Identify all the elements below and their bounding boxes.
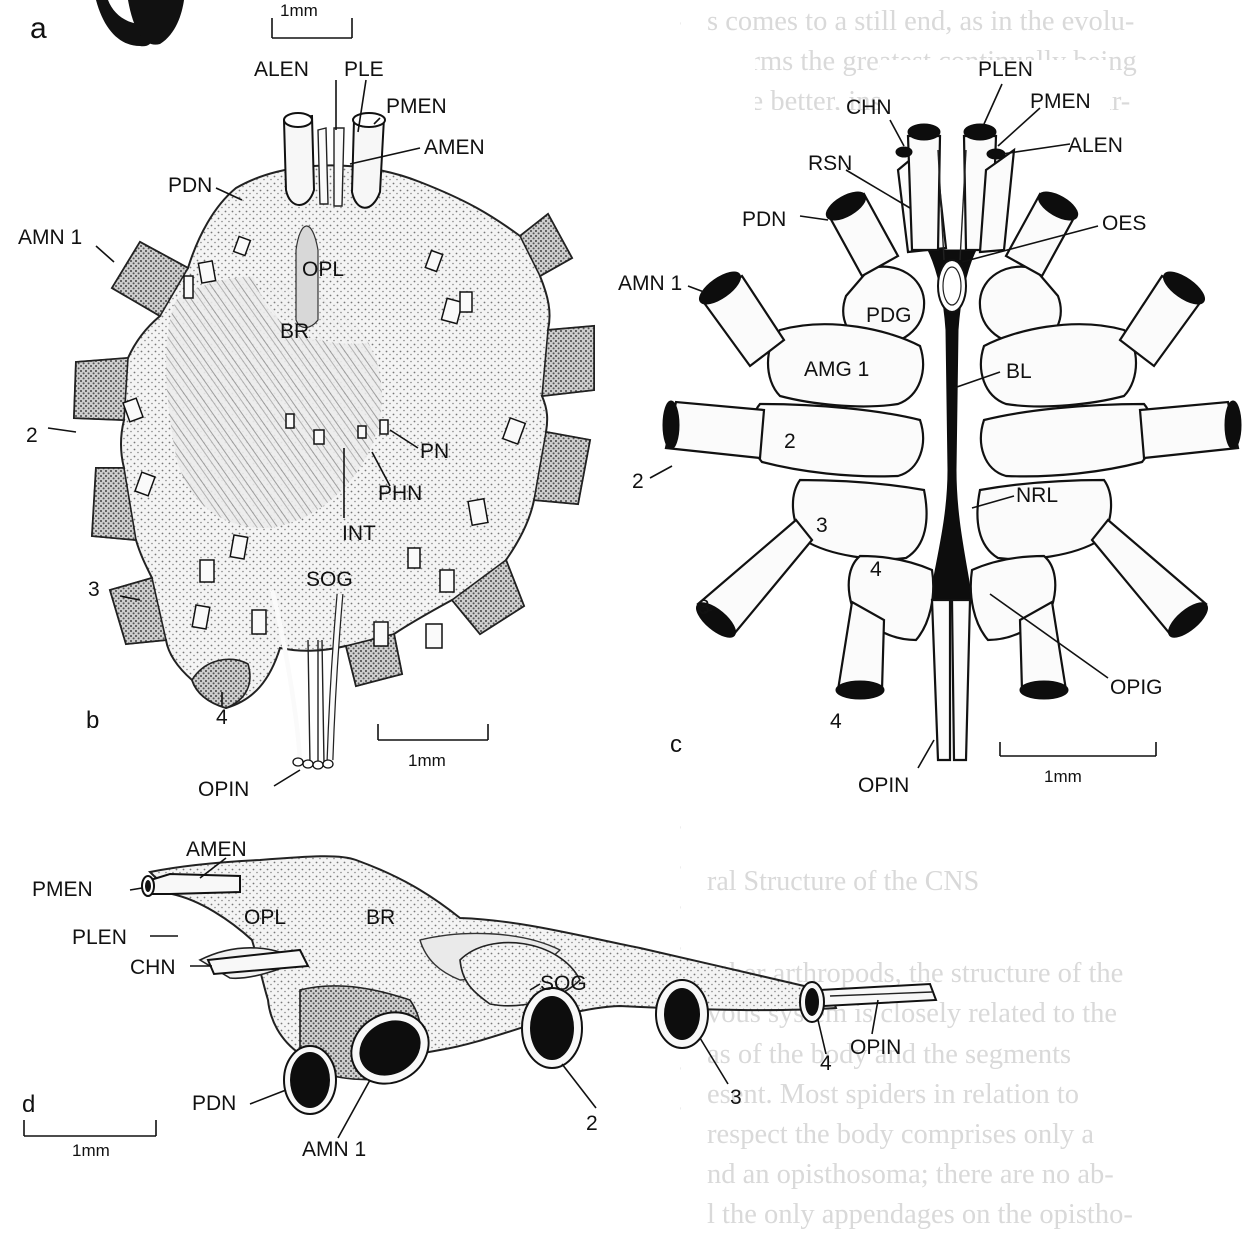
label-BL-c: BL <box>1006 360 1032 383</box>
label-PLE-b: PLE <box>344 58 384 81</box>
label-3-c-inner: 3 <box>816 514 828 537</box>
label-PMEN-c: PMEN <box>1030 90 1091 113</box>
label-AMN1-d: AMN 1 <box>302 1138 366 1160</box>
scale-bar-c-label: 1mm <box>1044 767 1082 786</box>
panel-letter-b: b <box>86 707 99 734</box>
label-2-c-outer: 2 <box>632 470 644 493</box>
label-OPIG-c: OPIG <box>1110 676 1163 699</box>
label-AMEN-d: AMEN <box>186 838 247 861</box>
label-OPL-b: OPL <box>302 258 344 281</box>
label-ALEN-b: ALEN <box>254 58 309 81</box>
label-3-c-outer: 3 <box>698 596 710 619</box>
label-CHN-d: CHN <box>130 956 176 979</box>
label-AMG1-c: AMG 1 <box>804 358 869 381</box>
label-ALEN-c: ALEN <box>1068 134 1123 157</box>
label-OPL-d: OPL <box>244 906 286 929</box>
label-PMEN-b: PMEN <box>386 95 447 118</box>
label-PDN-d: PDN <box>192 1092 236 1115</box>
label-PDN-b: PDN <box>168 174 212 197</box>
label-INT-b: INT <box>342 522 376 545</box>
label-2-d: 2 <box>586 1112 598 1135</box>
label-CHN-c: CHN <box>846 96 892 119</box>
label-AMN1-b: AMN 1 <box>18 226 82 249</box>
label-3-b: 3 <box>88 578 100 601</box>
label-OPIN-c: OPIN <box>858 774 909 797</box>
label-PMEN-d: PMEN <box>32 878 93 901</box>
label-NRL-c: NRL <box>1016 484 1058 507</box>
panel-letter-d: d <box>22 1091 35 1118</box>
panel-letter-c: c <box>670 731 682 758</box>
label-4-c-inner: 4 <box>870 558 882 581</box>
panel-a-letter: a <box>30 12 47 45</box>
label-PDG-c: PDG <box>866 304 912 327</box>
label-2-c-inner: 2 <box>784 430 796 453</box>
scale-bar-a-label: 1mm <box>280 1 318 20</box>
label-AMN1-c: AMN 1 <box>618 272 682 295</box>
panel-letter-a: a <box>30 12 47 45</box>
label-PLEN-d: PLEN <box>72 926 127 949</box>
label-RSN-c: RSN <box>808 152 852 175</box>
label-4-b: 4 <box>216 706 228 729</box>
ganglion-2-left <box>751 404 923 476</box>
label-PDN-c: PDN <box>742 208 786 231</box>
figure-canvas: a 1mm <box>0 0 1243 1160</box>
label-PLEN-c: PLEN <box>978 58 1033 81</box>
label-BR-d: BR <box>366 906 395 929</box>
label-3-d: 3 <box>730 1086 742 1109</box>
scale-bar-d-label: 1mm <box>72 1141 110 1160</box>
label-AMEN-b: AMEN <box>424 136 485 159</box>
label-PHN-b: PHN <box>378 482 422 505</box>
label-OES-c: OES <box>1102 212 1146 235</box>
label-2-b: 2 <box>26 424 38 447</box>
label-OPIN-b: OPIN <box>198 778 249 801</box>
label-4-d: 4 <box>820 1052 832 1075</box>
label-BR-b: BR <box>280 320 309 343</box>
scale-bar-b-label: 1mm <box>408 751 446 770</box>
label-PN-b: PN <box>420 440 449 463</box>
label-OPIN-d: OPIN <box>850 1036 901 1059</box>
label-SOG-b: SOG <box>306 568 353 591</box>
label-4-c-outer: 4 <box>830 710 842 733</box>
label-SOG-d: SOG <box>540 972 587 995</box>
